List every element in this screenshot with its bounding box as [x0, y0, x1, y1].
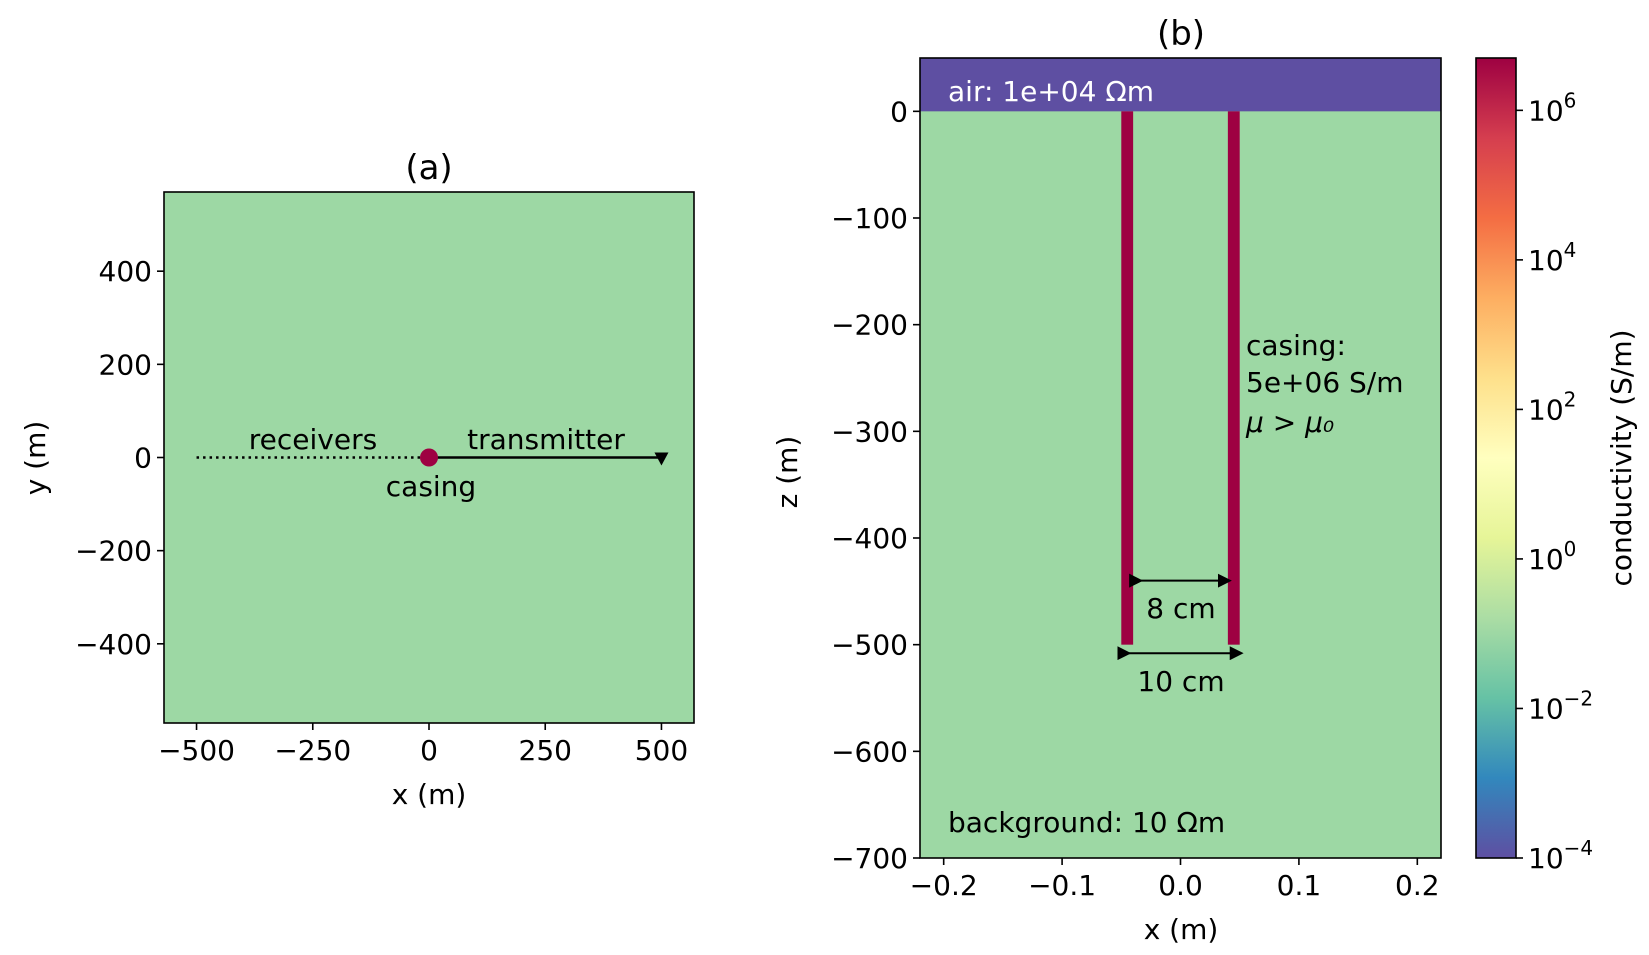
panel-a-y-ticks: 400 200 0 −200 −400: [75, 255, 164, 661]
colorbar-tick-label: 100: [1528, 537, 1576, 576]
y-tick-label: 0: [890, 95, 908, 128]
casing-label: casing: [386, 470, 476, 503]
casing-label-line-2: 5e+06 S/m: [1246, 366, 1404, 399]
x-tick-label: 0.0: [1158, 869, 1203, 902]
y-tick-label: 0: [134, 442, 152, 475]
panel-a-y-axis-label: y (m): [19, 421, 52, 496]
outer-diameter-label: 10 cm: [1137, 665, 1224, 698]
colorbar-ticks: 106 104 102 100 10−2 10−4: [1516, 88, 1593, 875]
y-tick-label: −500: [831, 629, 908, 662]
x-tick-label: −250: [274, 734, 351, 767]
y-tick-label: −300: [831, 415, 908, 448]
panel-b-x-axis-label: x (m): [1144, 913, 1219, 946]
casing-label-line-3: μ > μ₀: [1245, 406, 1334, 439]
x-tick-label: 0: [420, 734, 438, 767]
panel-b-marks: [1117, 111, 1244, 661]
colorbar-tick-label: 104: [1528, 238, 1576, 277]
y-tick-label: −200: [75, 535, 152, 568]
panel-a-x-ticks: −500 −250 0 250 500: [158, 723, 688, 767]
panel-a-marks: [196, 448, 669, 467]
panel-a-title: (a): [405, 148, 452, 188]
colorbar-label: conductivity (S/m): [1605, 329, 1638, 586]
colorbar-tick-label: 10−4: [1528, 836, 1593, 875]
casing-wall-right: [1227, 111, 1240, 645]
colorbar-frame: [1475, 57, 1517, 859]
air-layer: [920, 58, 1441, 112]
x-tick-label: 500: [635, 734, 688, 767]
colorbar-gradient: [1476, 58, 1516, 858]
x-tick-label: −0.1: [1028, 869, 1096, 902]
x-tick-label: 0.2: [1395, 869, 1440, 902]
y-tick-label: −400: [831, 522, 908, 555]
y-tick-label: −400: [75, 628, 152, 661]
colorbar-tick-label: 102: [1528, 387, 1576, 426]
x-tick-label: −500: [158, 734, 235, 767]
background-label: background: 10 Ωm: [948, 806, 1225, 839]
transmitter-end-marker: [654, 452, 669, 466]
background-region: [920, 58, 1441, 858]
x-tick-label: 250: [519, 734, 572, 767]
y-tick-label: −700: [831, 842, 908, 875]
panel-b-y-axis-label: z (m): [771, 436, 804, 509]
y-tick-label: 200: [99, 348, 152, 381]
panel-a-x-axis-label: x (m): [392, 778, 467, 811]
panel-b: −0.2 −0.1 0.0 0.1 0.2 0 −100 −200 −300 −400 −500 −…: [771, 14, 1442, 946]
casing-wall-left: [1121, 111, 1134, 645]
inner-diameter-label: 8 cm: [1146, 592, 1215, 625]
colorbar-tick-label: 10−2: [1528, 686, 1593, 725]
panel-b-y-ticks: 0 −100 −200 −300 −400 −500 −600 −700: [831, 95, 920, 875]
receivers-label: receivers: [249, 423, 377, 456]
panel-b-title: (b): [1157, 14, 1205, 54]
casing-label-line-1: casing:: [1246, 329, 1346, 362]
casing-marker: [420, 448, 438, 467]
air-label: air: 1e+04 Ωm: [948, 75, 1154, 108]
y-tick-label: 400: [99, 255, 152, 288]
colorbar-tick-label: 106: [1528, 88, 1576, 127]
transmitter-label: transmitter: [467, 423, 625, 456]
x-tick-label: −0.2: [910, 869, 978, 902]
y-tick-label: −100: [831, 202, 908, 235]
y-tick-label: −200: [831, 309, 908, 342]
panel-a: −500 −250 0 250 500 400 200 0 −200 −400 (a) x (m…: [19, 148, 695, 811]
colorbar: 106 104 102 100 10−2 10−4 conductivity (S/m): [1475, 57, 1638, 875]
panel-b-x-ticks: −0.2 −0.1 0.0 0.1 0.2: [910, 858, 1440, 902]
x-tick-label: 0.1: [1277, 869, 1322, 902]
y-tick-label: −600: [831, 735, 908, 768]
